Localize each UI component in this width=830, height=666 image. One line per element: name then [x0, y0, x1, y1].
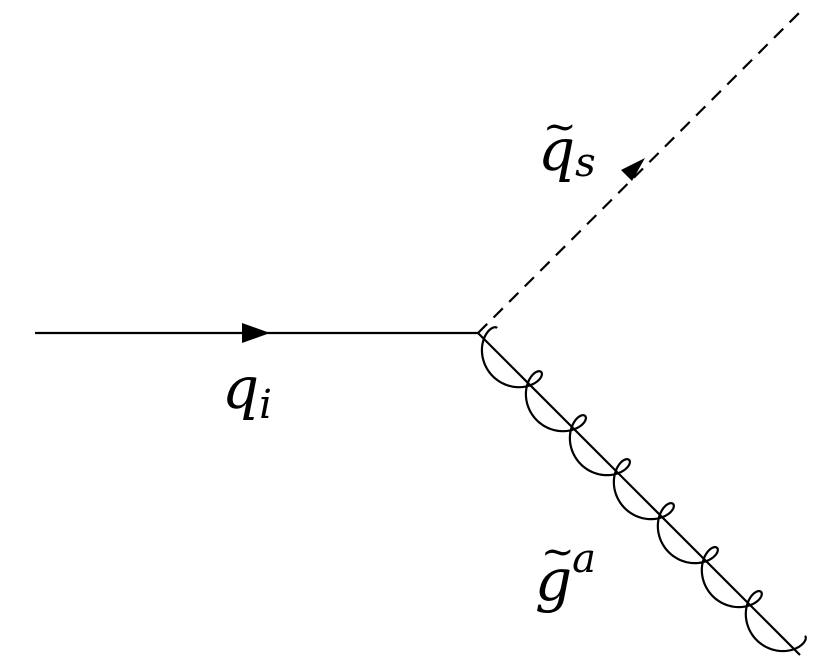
quark-arrow [242, 323, 270, 343]
squark-line [477, 11, 801, 334]
gluino-label: ga [535, 536, 596, 614]
gluino-coil [480, 326, 807, 653]
squark-label-accent: ~ [543, 104, 577, 150]
gluino-line [477, 332, 801, 656]
squark-label: qs [538, 116, 596, 186]
quark-label: qi [222, 354, 272, 428]
gluino-label-accent: ~ [541, 529, 575, 575]
squark-arrow [621, 158, 645, 181]
